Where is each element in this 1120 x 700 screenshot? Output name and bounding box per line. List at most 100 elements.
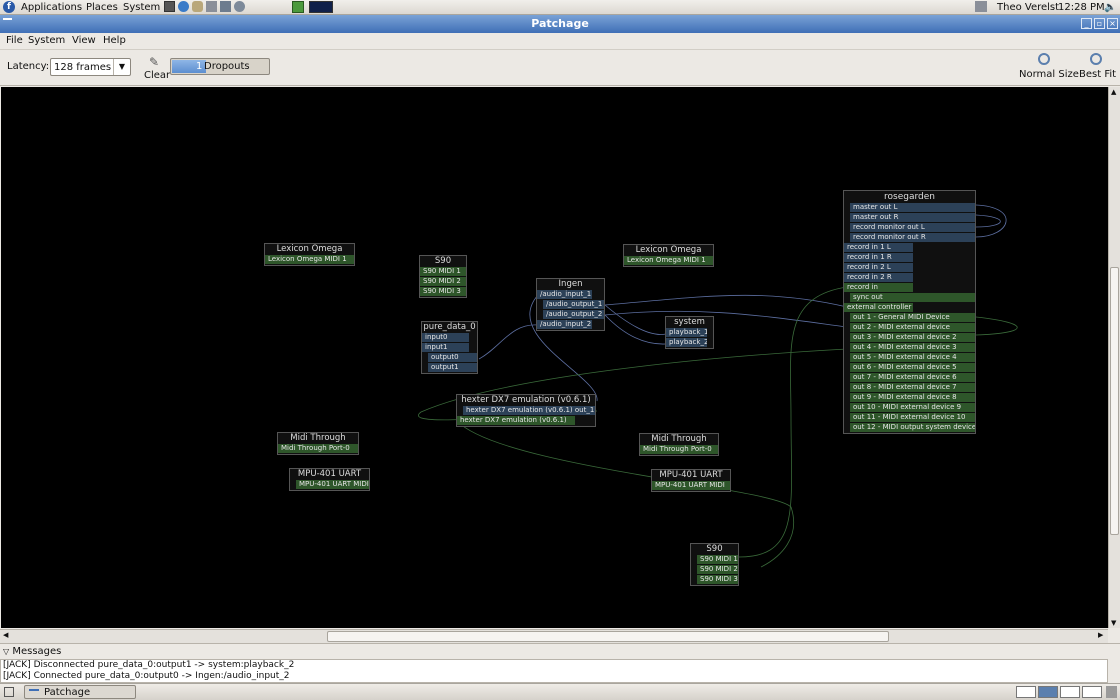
node-mpu-401[interactable]: MPU-401 UART MPU-401 UART MIDI — [651, 469, 731, 492]
launcher-icon[interactable] — [192, 1, 203, 12]
messages-log[interactable]: [JACK] Disconnected pure_data_0:output1 … — [0, 659, 1108, 683]
midi-port[interactable]: MPU-401 UART MIDI — [652, 481, 730, 491]
launcher-icon[interactable] — [206, 1, 217, 12]
workspace-1[interactable] — [1016, 686, 1036, 698]
midi-port[interactable]: S90 MIDI 1 — [420, 267, 466, 277]
menu-system[interactable]: System — [28, 35, 66, 46]
taskbar-button-patchage[interactable]: Patchage — [24, 685, 136, 699]
audio-input-port[interactable]: record in 2 L — [844, 263, 913, 273]
menu-view[interactable]: View — [72, 35, 96, 46]
window-titlebar[interactable]: Patchage _ ▫ × — [0, 15, 1120, 33]
audio-output-port[interactable]: output1 — [428, 363, 477, 373]
midi-output-port[interactable]: out 7 - MIDI external device 6 — [850, 373, 975, 383]
audio-output-port[interactable]: /audio_output_1 — [543, 300, 604, 310]
audio-input-port[interactable]: input0 — [422, 333, 469, 343]
latency-select[interactable]: 128 frames ▼ — [50, 58, 131, 76]
midi-output-port[interactable]: out 12 - MIDI output system device — [850, 423, 975, 433]
browser-launcher-icon[interactable] — [178, 1, 189, 12]
scroll-up-icon[interactable]: ▲ — [1111, 88, 1117, 96]
audio-input-port[interactable]: playback_2 — [666, 338, 707, 348]
horizontal-scrollbar[interactable]: ◀ ▶ — [0, 629, 1108, 643]
midi-input-port[interactable]: record in — [844, 283, 913, 293]
midi-output-port[interactable]: sync out — [850, 293, 975, 303]
menu-file[interactable]: File — [6, 35, 23, 46]
audio-input-port[interactable]: record in 1 L — [844, 243, 913, 253]
midi-output-port[interactable]: out 5 - MIDI external device 4 — [850, 353, 975, 363]
midi-output-port[interactable]: out 1 - General MIDI Device — [850, 313, 975, 323]
terminal-launcher-icon[interactable] — [164, 1, 175, 12]
places-menu[interactable]: Places — [86, 2, 118, 13]
messages-expander[interactable]: ▽ Messages — [3, 646, 61, 657]
audio-input-port[interactable]: input1 — [422, 343, 469, 353]
midi-port[interactable]: S90 MIDI 3 — [420, 287, 466, 297]
normal-size-button[interactable]: Normal Size — [1016, 53, 1079, 83]
audio-output-port[interactable]: master out R — [850, 213, 975, 223]
midi-output-port[interactable]: out 2 - MIDI external device — [850, 323, 975, 333]
midi-output-port[interactable]: out 8 - MIDI external device 7 — [850, 383, 975, 393]
node-s90[interactable]: S90 S90 MIDI 1 S90 MIDI 2 S90 MIDI 3 — [690, 543, 739, 586]
midi-port[interactable]: S90 MIDI 1 — [697, 555, 738, 565]
audio-input-port[interactable]: record in 2 R — [844, 273, 913, 283]
network-icon[interactable] — [975, 1, 987, 12]
midi-output-port[interactable]: out 11 - MIDI external device 10 — [850, 413, 975, 423]
midi-port[interactable]: S90 MIDI 2 — [697, 565, 738, 575]
show-desktop-icon[interactable] — [4, 687, 14, 697]
applications-menu[interactable]: Applications — [21, 2, 83, 13]
midi-port[interactable]: Lexicon Omega MIDI 1 — [624, 256, 713, 266]
vertical-scrollbar[interactable]: ▲ ▼ — [1108, 87, 1120, 628]
node-midi-through[interactable]: Midi Through Midi Through Port-0 — [639, 433, 719, 456]
node-ingen[interactable]: Ingen /audio_input_1 /audio_output_1 /au… — [536, 278, 605, 331]
system-menu[interactable]: System — [123, 2, 161, 13]
workspace-3[interactable] — [1060, 686, 1080, 698]
midi-port[interactable]: MPU-401 UART MIDI — [296, 480, 369, 490]
midi-port[interactable]: Midi Through Port-0 — [278, 444, 358, 454]
maximize-icon[interactable]: ▫ — [1094, 18, 1105, 29]
node-midi-through[interactable]: Midi Through Midi Through Port-0 — [277, 432, 359, 455]
node-system[interactable]: system playback_1 playback_2 — [665, 316, 714, 349]
launcher-icon[interactable] — [234, 1, 245, 12]
node-mpu-401[interactable]: MPU-401 UART MPU-401 UART MIDI — [289, 468, 370, 491]
midi-port[interactable]: S90 MIDI 3 — [697, 575, 738, 585]
close-icon[interactable]: × — [1107, 18, 1118, 29]
audio-output-port[interactable]: record monitor out R — [850, 233, 975, 243]
midi-port[interactable]: S90 MIDI 2 — [420, 277, 466, 287]
midi-output-port[interactable]: out 6 - MIDI external device 5 — [850, 363, 975, 373]
minimize-icon[interactable]: _ — [1081, 18, 1092, 29]
node-s90[interactable]: S90 S90 MIDI 1 S90 MIDI 2 S90 MIDI 3 — [419, 255, 467, 298]
workspace-4[interactable] — [1082, 686, 1102, 698]
vertical-scroll-thumb[interactable] — [1110, 267, 1119, 535]
midi-input-port[interactable]: hexter DX7 emulation (v0.6.1) — [457, 416, 575, 426]
midi-output-port[interactable]: out 4 - MIDI external device 3 — [850, 343, 975, 353]
scroll-left-icon[interactable]: ◀ — [3, 631, 9, 639]
midi-output-port[interactable]: out 9 - MIDI external device 8 — [850, 393, 975, 403]
node-lexicon-omega[interactable]: Lexicon Omega Lexicon Omega MIDI 1 — [264, 243, 355, 266]
audio-input-port[interactable]: playback_1 — [666, 328, 707, 338]
midi-output-port[interactable]: out 3 - MIDI external device 2 — [850, 333, 975, 343]
user-name[interactable]: Theo Verelst — [997, 2, 1060, 13]
node-lexicon-omega[interactable]: Lexicon Omega Lexicon Omega MIDI 1 — [623, 244, 714, 267]
audio-input-port[interactable]: /audio_input_1 — [537, 290, 592, 300]
midi-input-port[interactable]: external controller — [844, 303, 913, 313]
horizontal-scroll-thumb[interactable] — [327, 631, 889, 642]
chevron-down-icon[interactable]: ▼ — [113, 59, 130, 75]
audio-output-port[interactable]: hexter DX7 emulation (v0.6.1) out_1 — [463, 406, 595, 416]
launcher-icon[interactable] — [220, 1, 231, 12]
node-pure-data[interactable]: pure_data_0 input0 input1 output0 output… — [421, 321, 478, 374]
volume-icon[interactable]: 🔈 — [1104, 2, 1117, 13]
patch-canvas[interactable]: Lexicon Omega Lexicon Omega MIDI 1 S90 S… — [1, 87, 1108, 628]
node-hexter-dx7[interactable]: hexter DX7 emulation (v0.6.1) hexter DX7… — [456, 394, 596, 427]
audio-input-port[interactable]: record in 1 R — [844, 253, 913, 263]
workspace-2[interactable] — [1038, 686, 1058, 698]
window-menu-icon[interactable] — [3, 18, 12, 27]
system-monitor-icon[interactable] — [309, 1, 333, 13]
scroll-right-icon[interactable]: ▶ — [1098, 631, 1104, 639]
audio-output-port[interactable]: record monitor out L — [850, 223, 975, 233]
fedora-logo-icon[interactable]: f — [3, 1, 15, 13]
clear-button[interactable]: ✎ Clear — [140, 54, 170, 84]
audio-output-port[interactable]: /audio_output_2 — [543, 310, 604, 320]
audio-input-port[interactable]: /audio_input_2 — [537, 320, 592, 330]
clock[interactable]: 12:28 PM — [1058, 2, 1105, 13]
audio-output-port[interactable]: master out L — [850, 203, 975, 213]
audio-output-port[interactable]: output0 — [428, 353, 477, 363]
menu-help[interactable]: Help — [103, 35, 126, 46]
